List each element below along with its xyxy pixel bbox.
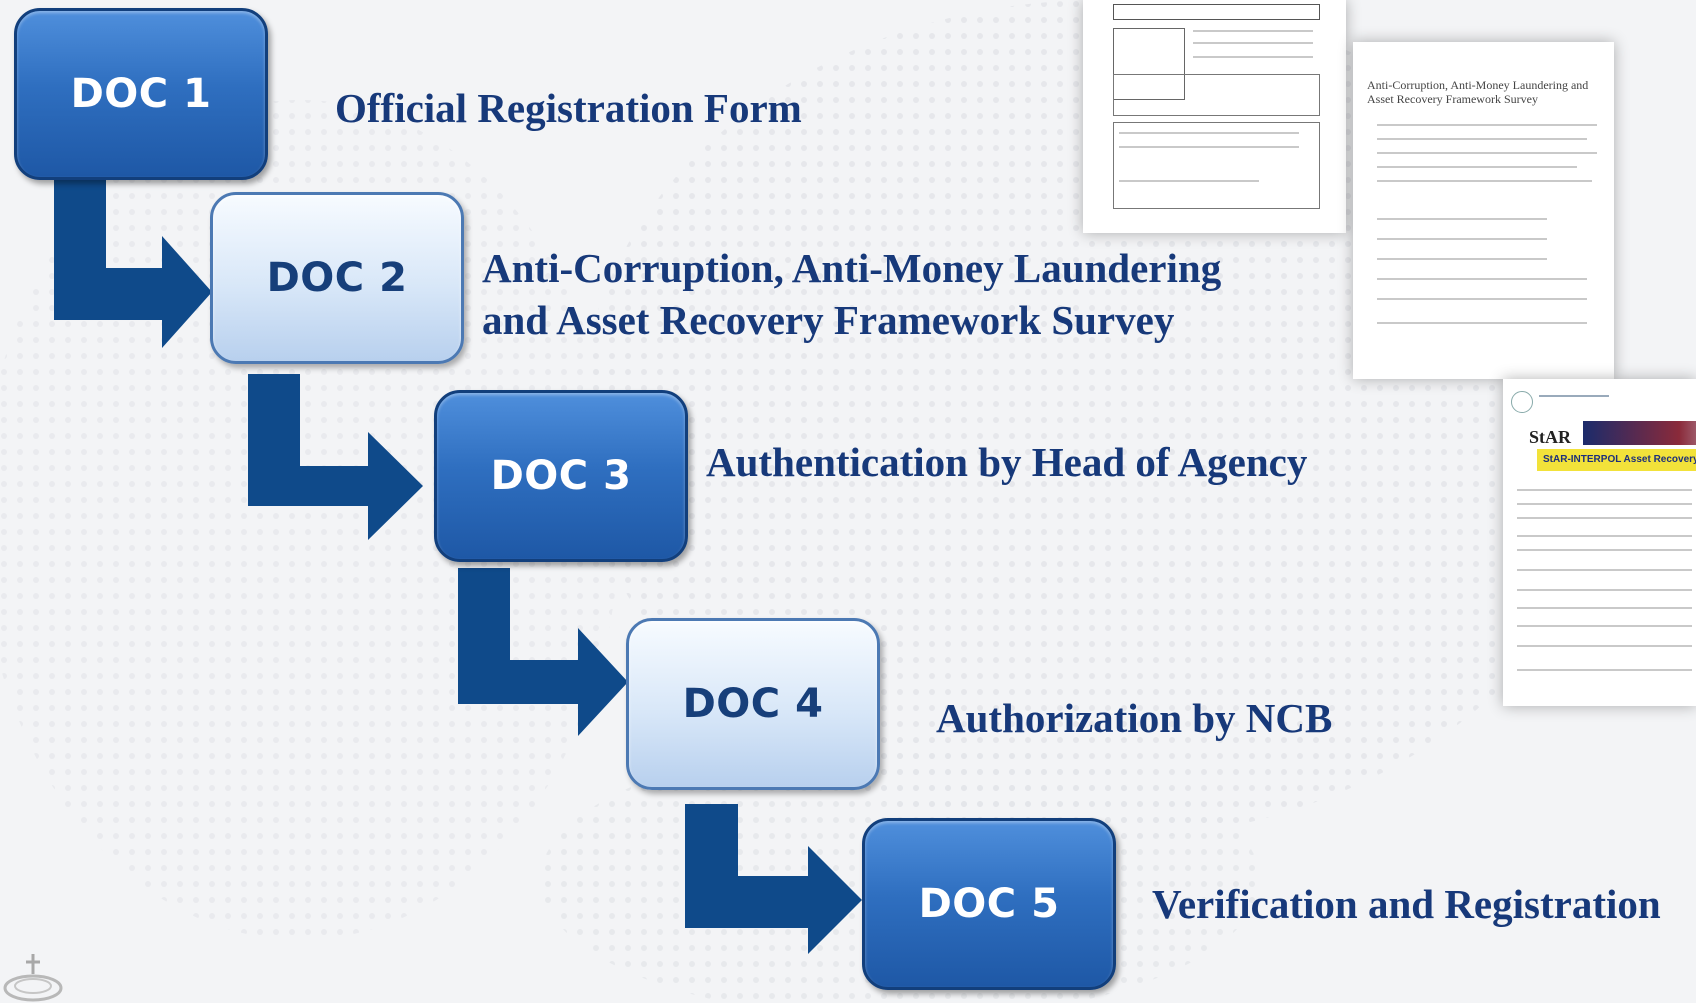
doc-5-description-line: Verification and Registration	[1152, 881, 1661, 927]
doc-3-description: Authentication by Head of Agency	[706, 436, 1307, 488]
doc-5-label: DOC 5	[918, 881, 1060, 927]
doc-4-description-line: Authorization by NCB	[936, 695, 1333, 741]
emblem-logo	[3, 954, 63, 1002]
registration-form-thumbnail	[1083, 0, 1346, 233]
doc-1-description-line: Official Registration Form	[335, 85, 802, 131]
arrow-doc1-to-doc2	[54, 180, 212, 348]
doc-1-label: DOC 1	[70, 71, 212, 117]
doc-4-description: Authorization by NCB	[936, 692, 1332, 744]
survey-thumbnail: Anti-Corruption, Anti-Money Laundering a…	[1353, 42, 1614, 379]
star-interpol-thumbnail: StAR StAR-INTERPOL Asset Recovery Focal …	[1503, 379, 1696, 706]
survey-thumbnail-title-1: Anti-Corruption, Anti-Money Laundering a…	[1367, 78, 1589, 92]
doc-1-description: Official Registration Form	[335, 82, 802, 134]
star-banner-title: StAR-INTERPOL Asset Recovery Focal Point…	[1537, 449, 1696, 471]
doc-4-box: DOC 4	[626, 618, 880, 790]
doc-3-description-line: Authentication by Head of Agency	[706, 439, 1308, 485]
star-logo: StAR	[1529, 427, 1572, 447]
arrow-doc2-to-doc3	[248, 374, 423, 540]
doc-5-description: Verification and Registration	[1152, 878, 1661, 930]
doc-2-description-line-2: and Asset Recovery Framework Survey	[482, 297, 1175, 343]
doc-1-box: DOC 1	[14, 8, 268, 180]
doc-2-label: DOC 2	[266, 255, 408, 301]
doc-2-description-line-1: Anti-Corruption, Anti-Money Laundering	[482, 245, 1222, 291]
doc-2-box: DOC 2	[210, 192, 464, 364]
doc-2-description: Anti-Corruption, Anti-Money Laundering a…	[482, 242, 1221, 346]
arrow-doc3-to-doc4	[458, 568, 628, 736]
doc-3-box: DOC 3	[434, 390, 688, 562]
doc-3-label: DOC 3	[490, 453, 632, 499]
star-banner-image	[1583, 421, 1696, 445]
doc-4-label: DOC 4	[682, 681, 824, 727]
doc-5-box: DOC 5	[862, 818, 1116, 990]
arrow-doc4-to-doc5	[685, 804, 862, 954]
survey-thumbnail-title-2: Asset Recovery Framework Survey	[1367, 92, 1538, 106]
